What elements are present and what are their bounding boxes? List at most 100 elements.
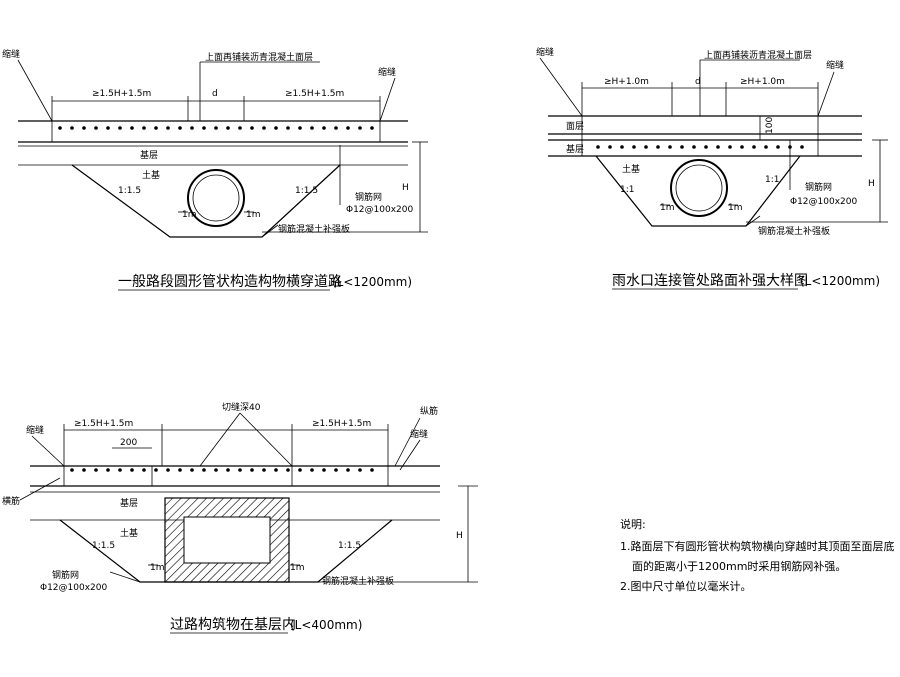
label-slope-left: 1:1.5	[118, 186, 141, 196]
rebar-dot	[178, 468, 182, 472]
label-cut: 切缝深40	[222, 401, 261, 413]
rebar-dot	[166, 126, 170, 130]
rebar-dot	[692, 145, 696, 149]
rebar-dot	[190, 126, 194, 130]
leader-plate	[317, 571, 331, 583]
rebar-dot	[130, 126, 134, 130]
diagram-3-subtitle: (L<400mm)	[290, 618, 362, 632]
label-surface: 面层	[566, 121, 584, 132]
rebar-dot	[166, 468, 170, 472]
label-cross-bar: 横筋	[2, 495, 20, 507]
label-gap: 100	[765, 117, 775, 134]
rebar-dot	[226, 126, 230, 130]
diagram-2-subtitle: (L<1200mm)	[800, 274, 880, 288]
rebar-dot	[286, 126, 290, 130]
rebar-row	[58, 126, 374, 130]
rebar-dot	[716, 145, 720, 149]
rebar-dot	[764, 145, 768, 149]
leader-joint-right	[399, 439, 421, 471]
label-mesh: 钢筋网	[805, 181, 832, 193]
rebar-dot	[82, 468, 86, 472]
label-joint-right: 缩缝	[410, 428, 428, 440]
diagram-2: 缩缝 缩缝 上面再铺装沥青混凝土面层 ≥H+1.0m d ≥H+1.0m 面层 …	[536, 46, 888, 290]
label-h: H	[456, 531, 463, 541]
label-top-layer: 上面再铺装沥青混凝土面层	[205, 51, 313, 63]
label-1m-left: 1m	[182, 210, 197, 220]
label-mesh-spec: Φ12@100x200	[40, 583, 107, 593]
leader-joint-left	[539, 57, 583, 117]
rebar-dot	[190, 468, 194, 472]
label-soil: 土基	[120, 527, 138, 539]
notes-heading: 说明:	[620, 517, 646, 531]
rebar-dot	[238, 468, 242, 472]
label-mesh: 钢筋网	[52, 569, 79, 581]
leader-joint-left	[31, 435, 65, 467]
rebar-dot	[142, 126, 146, 130]
rebar-dot	[118, 468, 122, 472]
notes-block: 说明: 1.路面层下有圆形管状构筑物横向穿越时其顶面至面层底 面的距离小于120…	[620, 517, 895, 593]
label-1m-right: 1m	[246, 210, 261, 220]
rebar-dot	[262, 126, 266, 130]
diagram-1: 缩缝 缩缝 上面再铺装沥青混凝土面层 ≥1.5H+1.5m d ≥1.5H+1.…	[2, 48, 428, 291]
rebar-dot	[358, 468, 362, 472]
rebar-dot	[644, 145, 648, 149]
label-soil: 土基	[142, 169, 160, 181]
rebar-dot	[70, 126, 74, 130]
label-joint-left: 缩缝	[536, 46, 554, 58]
rebar-dot	[298, 126, 302, 130]
rebar-dot	[370, 468, 374, 472]
pipe-outer	[670, 159, 728, 217]
dim-right-label: ≥1.5H+1.5m	[285, 89, 344, 99]
label-mesh: 钢筋网	[355, 191, 382, 203]
label-mesh-spec: Φ12@100x200	[346, 205, 413, 215]
label-base: 基层	[566, 143, 584, 155]
label-slope-left: 1:1.5	[92, 541, 115, 551]
rebar-dot	[154, 126, 158, 130]
label-h: H	[868, 179, 875, 189]
rebar-row	[70, 468, 374, 472]
notes-line-1: 1.路面层下有圆形管状构筑物横向穿越时其顶面至面层底	[620, 539, 895, 553]
label-base: 基层	[120, 497, 138, 509]
rebar-dot	[274, 126, 278, 130]
label-plate: 钢筋混凝土补强板	[758, 225, 830, 237]
label-joint-right: 缩缝	[378, 66, 396, 78]
label-top-layer: 上面再铺装沥青混凝土面层	[704, 49, 812, 61]
label-1m-left: 1m	[660, 203, 675, 213]
diagram-3-title: 过路构筑物在基层内	[170, 616, 296, 633]
notes-line-2: 面的距离小于1200mm时采用钢筋网补强。	[632, 559, 846, 573]
rebar-dot	[94, 126, 98, 130]
rebar-dot	[800, 145, 804, 149]
dim-right-label: ≥H+1.0m	[740, 77, 785, 87]
leader-joint-right	[817, 71, 835, 117]
rebar-dot	[740, 145, 744, 149]
leader-cut	[239, 412, 293, 467]
rebar-dot	[776, 145, 780, 149]
label-soil: 土基	[622, 163, 640, 175]
rebar-dot	[250, 468, 254, 472]
rebar-dot	[106, 468, 110, 472]
label-slope-left: 1:1	[620, 185, 634, 195]
rebar-dot	[202, 468, 206, 472]
rebar-dot	[154, 468, 158, 472]
label-slope-right: 1:1.5	[295, 186, 318, 196]
pipe-outer	[187, 169, 245, 227]
label-joint-left: 缩缝	[26, 424, 44, 436]
rebar-dot	[728, 145, 732, 149]
rebar-dot	[58, 126, 62, 130]
rebar-dot	[310, 468, 314, 472]
label-base: 基层	[140, 149, 158, 161]
dim-left-label: ≥1.5H+1.5m	[92, 89, 151, 99]
rebar-dot	[70, 468, 74, 472]
rebar-dot	[322, 126, 326, 130]
dim-small-label: 200	[120, 438, 137, 448]
leader-plate	[745, 215, 761, 227]
rebar-dot	[322, 468, 326, 472]
rebar-dot	[238, 126, 242, 130]
rebar-dot	[656, 145, 660, 149]
rebar-dot	[310, 126, 314, 130]
rebar-dot	[680, 145, 684, 149]
rebar-dot	[214, 468, 218, 472]
dim-right-label: ≥1.5H+1.5m	[312, 419, 371, 429]
label-1m-right: 1m	[728, 203, 743, 213]
